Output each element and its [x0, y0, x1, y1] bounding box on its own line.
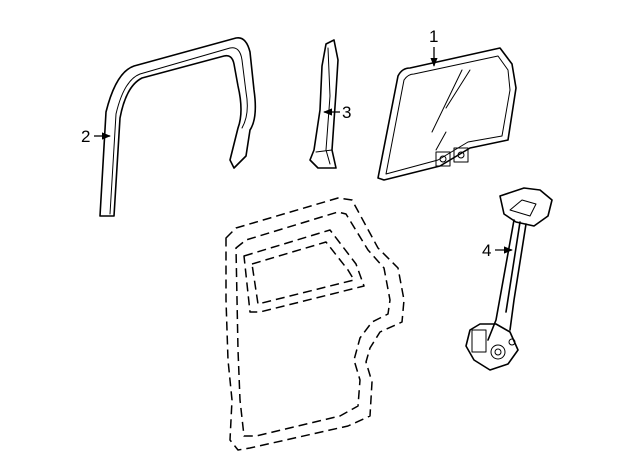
window-regulator-part[interactable] — [465, 187, 553, 371]
callout-4: 4 — [482, 241, 513, 260]
door-glass-part[interactable] — [377, 47, 517, 181]
sash-channel-part[interactable] — [309, 39, 339, 169]
callout-3-label: 3 — [342, 103, 351, 122]
door-shell-outline — [225, 197, 405, 451]
callout-2-label: 2 — [81, 127, 90, 146]
run-channel-part[interactable] — [99, 36, 257, 217]
callout-1: 1 — [429, 27, 438, 67]
callout-1-label: 1 — [429, 27, 438, 46]
callout-2: 2 — [81, 127, 111, 146]
callout-3: 3 — [323, 103, 351, 122]
callout-4-label: 4 — [482, 241, 491, 260]
